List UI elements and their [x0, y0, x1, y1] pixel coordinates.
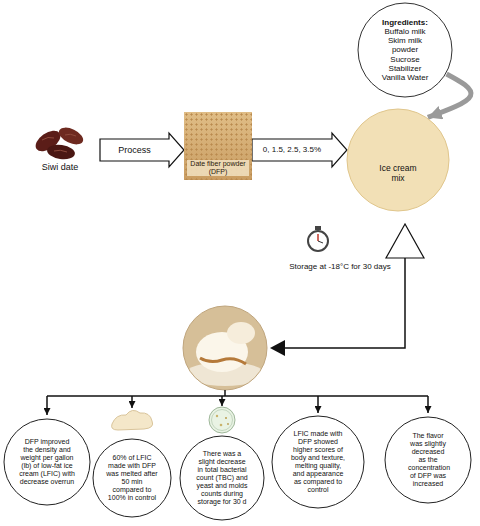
caramel-drizzle: [200, 358, 246, 364]
flow-arrow: [427, 396, 429, 413]
date-fruit: [56, 124, 85, 148]
edge-label: 0, 1.5, 2.5, 3.5%: [262, 145, 322, 154]
stopwatch-hand: [318, 241, 323, 243]
circle-outline: [347, 109, 449, 211]
node-title: DFP improved the density and weight per …: [19, 438, 75, 486]
edge-label: Process: [117, 145, 152, 155]
text-holder: DFP improved the density and weight per …: [19, 438, 75, 486]
node-title: Date fiber powder (DFP): [187, 160, 249, 176]
melted-ice-cream: [112, 410, 153, 430]
flow-arrow: [221, 396, 223, 406]
text-holder: Ingredients:Buffalo milk Skim milk powde…: [381, 18, 429, 82]
node-title: The flavor was slightly decreased as the…: [408, 432, 448, 488]
text-holder: 60% of LFIC made with DFP was melted aft…: [106, 454, 158, 502]
text-holder: The flavor was slightly decreased as the…: [408, 432, 448, 488]
block-arrow: [252, 133, 347, 167]
stopwatch-icon: [315, 226, 321, 230]
date-fruit: [46, 143, 76, 161]
circle-outline: [93, 439, 171, 517]
flow-arrow: [131, 396, 133, 408]
ingredients-circle: Ingredients:Buffalo milk Skim milk powde…: [357, 2, 453, 98]
circle-outline: [346, 108, 450, 212]
circle-outline: [4, 419, 90, 505]
node-title: 60% of LFIC made with DFP was melted aft…: [106, 454, 158, 502]
colony-dot: [225, 417, 227, 419]
colony-dot: [216, 415, 218, 417]
arrow-head: [270, 340, 285, 356]
node-title: Ingredients:: [381, 18, 429, 27]
finding-circle: The flavor was slightly decreased as the…: [384, 416, 472, 504]
storage-triangle: [386, 224, 424, 258]
node-title: Siwi date: [20, 162, 100, 172]
flow-line: [47, 395, 428, 397]
note-label: Storage at -18°C for 30 days: [288, 262, 392, 271]
date-image: Siwi date: [20, 122, 100, 172]
text-holder: Ice cream mix: [378, 164, 418, 184]
circle-outline: [272, 416, 364, 508]
finding-circle: There was a slight decrease in total bac…: [179, 435, 265, 521]
stopwatch-hand: [317, 234, 319, 241]
ice-cream-photo: [183, 306, 267, 390]
finding-circle: 60% of LFIC made with DFP was melted aft…: [92, 438, 172, 518]
text-holder: There was a slight decrease in total bac…: [196, 450, 248, 506]
petri-dish: [209, 407, 235, 433]
flow-arrow: [46, 396, 48, 415]
powder-image: Date fiber powder (DFP): [184, 112, 252, 180]
colony-dot: [220, 424, 223, 427]
circle-outline: [180, 436, 264, 520]
date-wrinkle: [42, 134, 76, 152]
text-holder: LFIC made with DFP showed higher scores …: [290, 430, 346, 494]
node-title: LFIC made with DFP showed higher scores …: [290, 430, 346, 494]
colony-dot: [227, 423, 229, 425]
block-arrow: [100, 133, 184, 167]
mix-circle: Ice cream mix: [346, 108, 450, 212]
petri-dish: [209, 407, 235, 433]
flow-line: [284, 258, 405, 348]
date-fruit: [32, 124, 86, 161]
flow-arrow: [317, 396, 319, 413]
photo-ground: [183, 306, 267, 390]
stopwatch-icon: [308, 231, 328, 251]
node-body: Buffalo milk Skim milk powder Sucrose St…: [381, 27, 429, 82]
node-title: There was a slight decrease in total bac…: [196, 450, 248, 506]
finding-circle: LFIC made with DFP showed higher scores …: [271, 415, 365, 509]
circle-outline: [385, 417, 471, 503]
finding-circle: DFP improved the density and weight per …: [3, 418, 91, 506]
petri-dish: [212, 410, 233, 431]
stopwatch-icon: [308, 226, 328, 251]
node-title: Ice cream mix: [378, 164, 418, 184]
circle-outline: [358, 3, 452, 97]
ice-cream-scoop: [227, 322, 255, 344]
photo-outline: [183, 306, 267, 390]
flow-line: [224, 390, 226, 396]
